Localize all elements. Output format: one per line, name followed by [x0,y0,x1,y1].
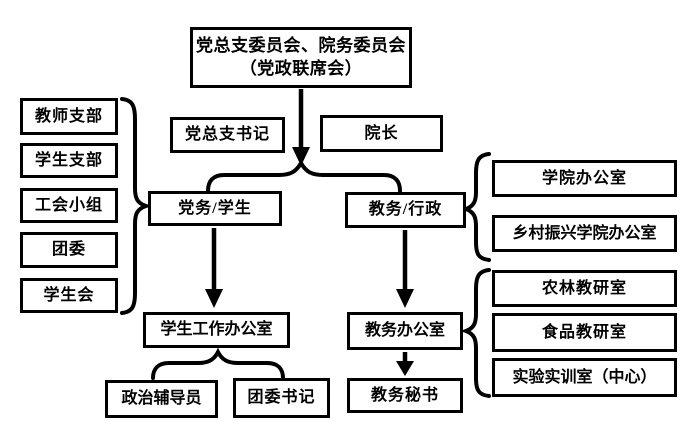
node-academic-admin: 教务/行政 [345,192,466,228]
arrow-party-student-down [205,228,223,308]
node-food-teaching-room: 食品教研室 [492,313,677,352]
node-political-counselor: 政治辅导员 [105,380,218,418]
node-joint-committee: 党总支委员会、院务委员会 （党政联席会） [190,27,412,88]
node-joint-committee-line1: 党总支委员会、院务委员会 [196,35,406,55]
arrow-academic-office-down [396,352,414,376]
node-agroforestry-teaching-room: 农林教研室 [492,270,677,307]
arrow-academic-admin-down [396,230,414,308]
node-dean: 院长 [320,115,443,152]
node-league-secretary: 团委书记 [233,378,330,418]
node-student-union: 学生会 [20,278,118,313]
node-youth-league-committee: 团委 [20,232,118,268]
node-college-office: 学院办公室 [492,160,677,197]
node-academic-secretary: 教务秘书 [347,378,463,413]
brace-left-groups [120,97,153,315]
node-rural-revitalization-office: 乡村振兴学院办公室 [492,215,677,252]
brace-split-top [206,158,402,193]
node-lab-training-center: 实验实训室（中心） [492,358,677,397]
node-joint-committee-line2: （党政联席会） [239,58,363,78]
node-union-group: 工会小组 [20,188,118,223]
node-party-secretary: 党总支书记 [170,117,285,153]
arrow-committee-down [292,89,310,166]
brace-teaching-rooms [460,268,491,398]
node-academic-office: 教务办公室 [347,312,463,350]
node-student-work-office: 学生工作办公室 [143,312,290,348]
node-teacher-branch: 教师支部 [20,98,118,135]
node-party-student: 党务/学生 [148,191,282,226]
brace-admin-offices [460,152,491,262]
node-student-branch: 学生支部 [20,143,118,178]
brace-split-student-work [151,347,285,380]
